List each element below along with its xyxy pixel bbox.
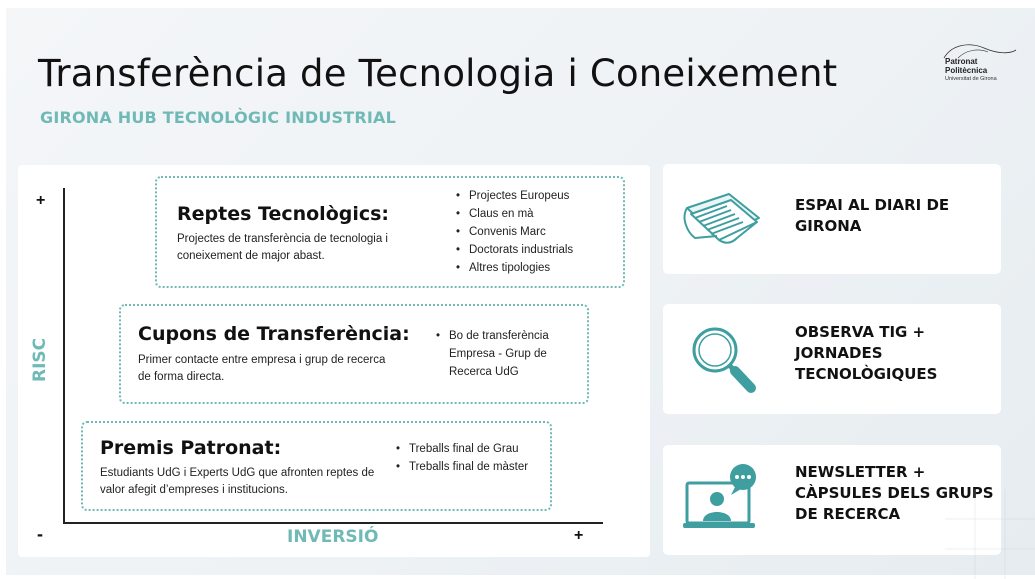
- risk-axis-plus: +: [36, 192, 46, 209]
- tier-bullet-list: Treballs final de Grau Treballs final de…: [395, 440, 555, 476]
- page-title: Transferència de Tecnologia i Coneixemen…: [38, 52, 838, 95]
- tier-description: Projectes de transferència de tecnologia…: [177, 233, 388, 262]
- logo-text-line3: Universitat de Girona: [945, 76, 997, 82]
- card-newsletter: NEWSLETTER + CÀPSULES DELS GRUPS DE RECE…: [663, 445, 1001, 555]
- list-item: Convenis Marc: [455, 223, 620, 241]
- card-label: ESPAI AL DIARI DE GIRONA: [795, 196, 950, 235]
- list-item: Doctorats industrials: [455, 241, 620, 259]
- tier-description: Primer contacte entre empresa i grup de …: [138, 354, 386, 383]
- risk-axis-label: RISC: [30, 337, 50, 382]
- tier-title: Premis Patronat:: [100, 437, 282, 459]
- risk-axis-line: [63, 188, 65, 524]
- frame-bottom: [0, 575, 1035, 579]
- tier-bullet-list: Bo de transferència Empresa - Grup de Re…: [435, 327, 583, 381]
- list-item: Claus en mà: [455, 205, 620, 223]
- list-item: Treballs final de Grau: [395, 440, 555, 458]
- investment-axis-plus: +: [574, 527, 584, 544]
- page-subtitle: GIRONA HUB TECNOLÒGIC INDUSTRIAL: [40, 108, 397, 127]
- card-label: OBSERVA TIG + JORNADES TECNOLÒGIQUES: [795, 323, 938, 383]
- tier-reptes-tecnologics: Reptes Tecnològics: Projectes de transfe…: [155, 176, 625, 288]
- investment-axis-label: INVERSIÓ: [287, 527, 379, 547]
- logo-text-line2: Politècnica: [945, 66, 988, 75]
- tier-title: Reptes Tecnològics:: [177, 203, 390, 225]
- investment-axis-line: [63, 522, 603, 524]
- list-item: Projectes Europeus: [455, 187, 620, 205]
- card-observa-tig: OBSERVA TIG + JORNADES TECNOLÒGIQUES: [663, 304, 1001, 414]
- frame-left: [0, 0, 6, 579]
- tier-title: Cupons de Transferència:: [138, 323, 410, 345]
- logo-swoosh-icon: [943, 44, 1017, 59]
- tier-premis-patronat: Premis Patronat: Estudiants UdG i Expert…: [81, 421, 552, 511]
- video-chat-icon: [683, 464, 756, 528]
- logo-text-line1: Patronat: [945, 57, 978, 66]
- card-label: NEWSLETTER + CÀPSULES DELS GRUPS DE RECE…: [795, 463, 994, 523]
- list-item: Bo de transferència Empresa - Grup de Re…: [435, 327, 583, 381]
- card-diari-girona: ESPAI AL DIARI DE GIRONA: [663, 164, 1001, 274]
- newspaper-icon: [683, 193, 760, 244]
- tier-bullet-list: Projectes Europeus Claus en mà Convenis …: [455, 187, 620, 277]
- axis-origin-minus: -: [37, 524, 43, 544]
- list-item: Altres tipologies: [455, 259, 620, 277]
- magnifier-icon: [692, 327, 756, 393]
- frame-top: [0, 0, 1035, 8]
- tier-description: Estudiants UdG i Experts UdG que afronte…: [100, 467, 375, 496]
- list-item: Treballs final de màster: [395, 458, 555, 476]
- tier-cupons-transferencia: Cupons de Transferència: Primer contacte…: [119, 304, 589, 404]
- patronat-logo: Patronat Politècnica Universitat de Giro…: [940, 42, 1018, 92]
- grid-decoration: [945, 489, 1035, 579]
